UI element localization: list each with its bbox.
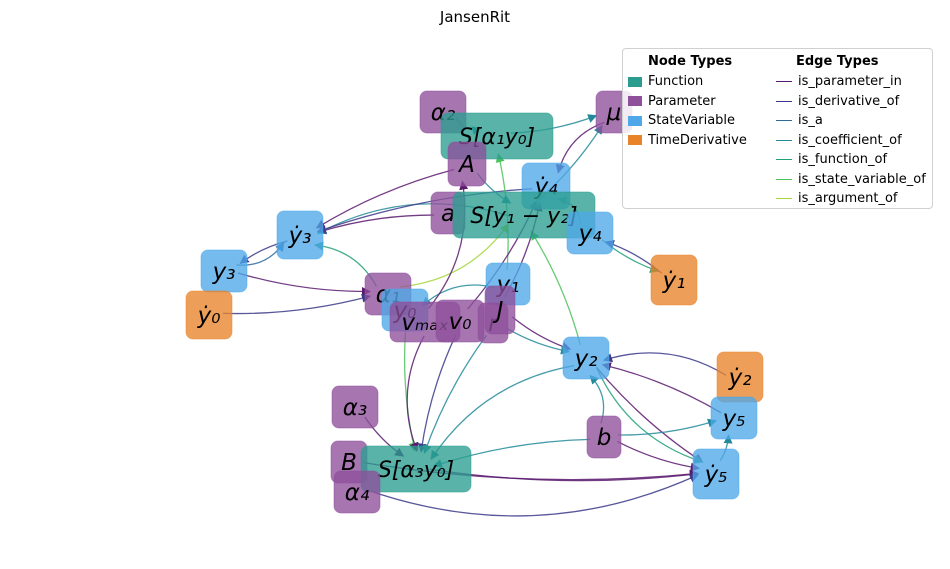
node-box (650, 254, 698, 306)
edge-v0-S_a3y0 (417, 334, 457, 453)
edge-a-dy3 (316, 214, 435, 235)
statevariable-swatch (628, 115, 642, 126)
edge-y2-S_y1y2 (530, 230, 582, 346)
edge-y2-S_a3y0 (430, 365, 575, 460)
edge-y2-dy5 (595, 366, 704, 463)
legend-edge-types: Edge Types is_parameter_in is_derivative… (776, 52, 926, 209)
node-label: y₃ (212, 259, 236, 285)
legend-edge-is-function-of: is_function_of (776, 150, 926, 170)
node-y4[interactable]: y₄ (566, 211, 614, 255)
node-box (333, 470, 381, 514)
node-label: ẏ₂ (728, 365, 752, 391)
legend-edge-is-coefficient-of: is_coefficient_of (776, 131, 926, 151)
legend-node-parameter: Parameter (628, 92, 747, 112)
edge-alpha4-dy5 (370, 474, 699, 517)
timederivative-swatch (628, 135, 642, 146)
edge-vmax-S_a3y0 (406, 335, 425, 452)
parameter-swatch (628, 96, 642, 107)
node-label: ẏ₃ (288, 223, 312, 249)
edge-y2-dy5 (595, 367, 704, 464)
node-label: a (441, 201, 455, 227)
edge-y5-y2 (601, 362, 722, 414)
edge-dy0-alpha1 (222, 293, 372, 315)
node-label: y₂ (574, 346, 598, 372)
node-alpha3[interactable]: α₃ (331, 385, 379, 429)
node-box (447, 141, 487, 187)
edge-y0-S_a3y0 (403, 323, 418, 452)
edge-b-y5 (617, 418, 718, 436)
legend: Node Types Function Parameter StateVaria… (622, 48, 933, 209)
node-dy2[interactable]: ẏ₂ (716, 351, 764, 403)
node-label: B (341, 450, 357, 476)
edge-A-dy3 (315, 168, 455, 229)
node-box (185, 290, 233, 340)
node-box (566, 211, 614, 255)
node-b[interactable]: b (586, 415, 622, 459)
node-box (276, 210, 324, 260)
node-box (692, 448, 740, 500)
node-label: α₃ (343, 395, 367, 421)
legend-edge-is-argument-of: is_argument_of (776, 189, 926, 209)
node-A[interactable]: A (447, 141, 487, 187)
node-dy0[interactable]: ẏ₀ (185, 290, 233, 340)
node-label: S[α₃y₀] (378, 458, 454, 483)
node-label: ẏ₅ (704, 462, 728, 488)
legend-node-header: Node Types (648, 54, 733, 69)
node-label: ẏ₁ (662, 268, 686, 294)
graph-title: JansenRit (439, 8, 511, 26)
edge-r-y2 (505, 327, 571, 355)
node-label: y₄ (578, 221, 602, 247)
edge-y3-alpha1 (237, 272, 372, 297)
function-swatch (628, 76, 642, 87)
node-y2[interactable]: y₂ (562, 336, 610, 380)
edge-dy2-y2 (602, 352, 727, 376)
node-label: y₅ (722, 406, 746, 432)
node-label: μ (606, 100, 622, 126)
node-dy5[interactable]: ẏ₅ (692, 448, 740, 500)
node-J[interactable]: J (484, 285, 516, 335)
node-label: b (597, 425, 612, 451)
legend-node-function: Function (628, 72, 747, 92)
node-y3[interactable]: y₃ (200, 249, 248, 293)
node-dy3[interactable]: ẏ₃ (276, 210, 324, 260)
node-box (484, 285, 516, 335)
node-alpha4[interactable]: α₄ (333, 470, 381, 514)
node-S_y1y2[interactable]: S[y₁ − y₂] (452, 191, 596, 239)
node-label: J (493, 298, 504, 324)
node-label: ẏ₀ (197, 303, 221, 329)
node-label: A (457, 152, 475, 178)
node-label: v₀ (449, 309, 472, 335)
legend-node-statevariable: StateVariable (628, 111, 747, 131)
legend-node-timederivative: TimeDerivative (628, 131, 747, 151)
node-box (360, 445, 472, 493)
legend-edge-is-parameter-in: is_parameter_in (776, 72, 926, 92)
node-box (710, 396, 758, 440)
legend-edge-header: Edge Types (796, 54, 879, 69)
legend-edge-is-derivative-of: is_derivative_of (776, 92, 926, 112)
node-v0[interactable]: v₀ (435, 299, 485, 343)
legend-edge-is-state-variable-of: is_state_variable_of (776, 170, 926, 190)
node-label: S[y₁ − y₂] (470, 204, 577, 229)
node-box (586, 415, 622, 459)
node-dy1[interactable]: ẏ₁ (650, 254, 698, 306)
node-box (562, 336, 610, 380)
legend-edge-is-a: is_a (776, 111, 926, 131)
edge-b-dy5 (616, 440, 700, 472)
edge-r-S_a3y0 (422, 334, 487, 454)
node-box (331, 385, 379, 429)
node-label: α₄ (345, 480, 369, 506)
legend-node-types: Node Types Function Parameter StateVaria… (628, 52, 747, 150)
node-S_a3y0[interactable]: S[α₃y₀] (360, 445, 472, 493)
node-y5[interactable]: y₅ (710, 396, 758, 440)
